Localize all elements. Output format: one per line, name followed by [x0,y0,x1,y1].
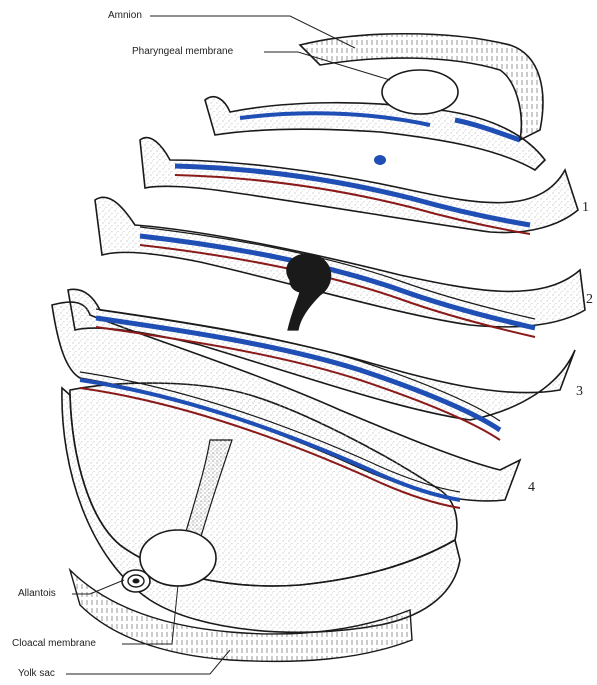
leader-yolk-sac [66,650,230,674]
leader-allantois [72,580,124,594]
leader-cloacal-membrane [122,585,178,644]
leader-amnion [150,16,355,48]
leader-pharyngeal-membrane [264,52,390,80]
